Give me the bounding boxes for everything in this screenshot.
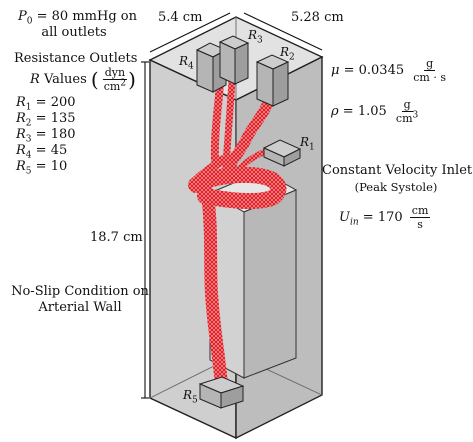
resistance-item-value: = 200 [35,95,76,110]
wall-condition-line1: No-Slip Condition on [11,284,149,299]
outlet-label-name: R [183,388,193,402]
resistance-unit-num: dyn [102,66,128,80]
density-unit-den: cm [395,112,413,125]
resistance-r-symbol: R [30,72,40,87]
outlet-label-r3: R3 [248,27,263,46]
outlet-pressure-line2: all outlets [41,25,107,40]
resistance-item-value: = 180 [35,127,76,142]
outlet-box-r1 [262,139,302,167]
resistance-unit-den: cm [103,80,121,93]
inlet-velocity-subscript: in [349,217,359,228]
resistance-item-name: R [16,143,26,158]
resistance-item-sub: 3 [25,134,32,145]
outlet-box-r3 [218,35,250,85]
resistance-item-r4: R4 = 45 [16,143,68,161]
resistance-item-r3: R3 = 180 [16,127,76,145]
inlet-subtitle: (Peak Systole) [354,180,438,194]
wall-condition-line2: Arterial Wall [38,300,122,315]
resistance-item-sub: 4 [25,150,32,161]
outlet-pressure-label: P0 = 80 mmHg on [18,9,137,27]
inlet-velocity-symbol: U [339,210,350,225]
outlet-label-name: R [280,45,290,59]
resistance-item-name: R [16,159,26,174]
artery-mesh [188,60,287,397]
outlet-label-name: R [300,135,310,149]
outlet-label-sub: 2 [289,52,295,63]
density-symbol: ρ [331,104,339,119]
pressure-subscript: 0 [26,16,33,27]
resistance-item-value: = 45 [35,143,68,158]
resistance-unit-exp: 2 [120,78,127,89]
outlet-label-r2: R2 [280,44,295,63]
resistance-item-name: R [16,127,26,142]
pressure-symbol: P [18,9,27,24]
inlet-title: Constant Velocity Inlet [322,163,473,178]
resistance-item-sub: 2 [25,118,32,129]
outlet-label-name: R [179,54,189,68]
density-unit-num: g [401,98,413,112]
resistance-item-r1: R1 = 200 [16,95,76,113]
outlet-box-r5 [198,376,245,409]
resistance-item-r5: R5 = 10 [16,159,68,177]
inner-block-right [243,189,297,379]
pressure-value: = 80 mmHg on [36,9,137,24]
resistance-item-sub: 1 [25,102,32,113]
viscosity-unit-den: cm · s [413,71,446,84]
outlet-label-sub: 3 [257,35,263,46]
dimension-height-label: 18.7 cm [90,230,143,245]
resistance-title: Resistance Outlets [14,51,138,66]
resistance-item-r2: R2 = 135 [16,111,76,129]
resistance-item-name: R [16,111,26,126]
resistance-item-value: = 10 [35,159,68,174]
outlet-label-r1: R1 [300,134,315,153]
inlet-unit-num: cm [409,204,431,218]
outlet-label-r4: R4 [179,53,194,72]
density-value: = 1.05 [342,104,387,119]
resistance-item-name: R [16,95,26,110]
dimension-depth-label: 5.28 cm [291,10,344,25]
density-unit-exp: 3 [412,110,419,121]
dimension-lines [141,12,323,399]
resistance-item-value: = 135 [35,111,76,126]
inlet-unit-den: s [417,218,423,231]
outlet-label-name: R [248,28,258,42]
dimension-width-label: 5.4 cm [158,10,203,25]
outlet-box-r2 [255,54,290,107]
viscosity-value: = 0.0345 [343,63,405,78]
outlet-label-sub: 4 [188,61,194,72]
outlet-label-sub: 5 [192,395,198,406]
outlet-label-sub: 1 [309,142,315,153]
resistance-item-sub: 5 [25,166,32,177]
viscosity-symbol: μ [331,63,340,78]
viscosity-unit-num: g [424,57,436,71]
resistance-values-word: Values [43,72,87,87]
inlet-velocity-value: = 170 [362,210,403,225]
outlet-label-r5: R5 [183,387,198,406]
